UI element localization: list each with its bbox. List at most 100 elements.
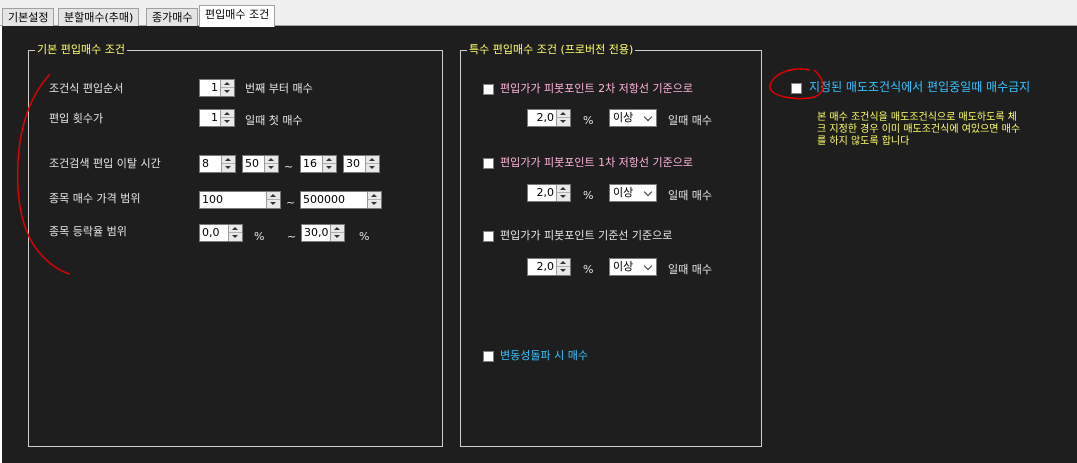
pivot-r2-compare-select[interactable]: 이상	[609, 109, 657, 127]
time-end-min-stepper[interactable]: 30	[343, 155, 380, 173]
chevron-down-icon	[644, 113, 654, 123]
pivot-base-compare-value: 이상	[613, 260, 634, 273]
tab-closing-buy[interactable]: 종가매수	[146, 8, 199, 26]
spin-down-icon[interactable]	[557, 193, 570, 201]
spin-down-icon[interactable]	[221, 118, 234, 126]
entry-order-suffix: 번째 부터 매수	[245, 82, 313, 95]
sell-condition-block-label: 지정된 매도조건식에서 편입중일때 매수금지	[809, 80, 1031, 94]
entry-order-label: 조건식 편입순서	[49, 82, 124, 95]
rate-min-value: 0,0	[202, 226, 220, 239]
pivot-r2-percent-value: 2,0	[536, 111, 555, 124]
time-tilde: ~	[284, 160, 294, 173]
price-max-value: 500000	[303, 193, 345, 206]
spin-up-icon[interactable]	[267, 192, 280, 200]
time-end-hour-stepper[interactable]: 16	[300, 155, 337, 173]
pivot-r1-compare-value: 이상	[613, 186, 634, 199]
pivot-r2-suffix: 일때 매수	[668, 114, 712, 127]
price-range-label: 종목 매수 가격 범위	[49, 192, 141, 205]
pivot-r1-percent-stepper[interactable]: 2,0	[527, 184, 571, 202]
rate-max-percent: %	[359, 230, 370, 243]
pivot-base-compare-select[interactable]: 이상	[609, 258, 657, 276]
entry-count-value: 1	[211, 111, 218, 124]
time-start-hour-value: 8	[202, 157, 209, 170]
pivot-base-checkbox[interactable]	[483, 231, 494, 242]
time-end-hour-value: 16	[303, 157, 317, 170]
pivot-r2-percent-stepper[interactable]: 2,0	[527, 109, 571, 127]
rate-max-stepper[interactable]: 30,0	[301, 224, 345, 242]
spin-up-icon[interactable]	[221, 80, 234, 88]
chevron-down-icon	[644, 188, 654, 198]
spin-up-icon[interactable]	[221, 110, 234, 118]
tab-content-panel: 기본 편입매수 조건 조건식 편입순서 1 번째 부터 매수 편입 횟수가 1 …	[2, 26, 1077, 463]
spin-up-icon[interactable]	[366, 156, 379, 164]
time-start-min-value: 50	[245, 157, 259, 170]
spin-down-icon[interactable]	[366, 164, 379, 172]
spin-up-icon[interactable]	[331, 225, 344, 233]
spin-down-icon[interactable]	[557, 118, 570, 126]
spin-down-icon[interactable]	[265, 164, 278, 172]
sell-condition-block-checkbox[interactable]	[791, 83, 802, 94]
rate-tilde: ~	[287, 230, 297, 243]
spin-down-icon[interactable]	[229, 233, 242, 241]
basic-group-title: 기본 편입매수 조건	[35, 43, 127, 57]
spin-down-icon[interactable]	[222, 164, 235, 172]
entry-count-stepper[interactable]: 1	[199, 109, 235, 127]
special-group-title: 특수 편입매수 조건 (프로버전 전용)	[467, 43, 636, 57]
tab-split-buy[interactable]: 분할매수(추매)	[58, 8, 140, 26]
pivot-r1-compare-select[interactable]: 이상	[609, 184, 657, 202]
time-end-min-value: 30	[346, 157, 360, 170]
spin-down-icon[interactable]	[331, 233, 344, 241]
price-min-stepper[interactable]: 100	[199, 191, 281, 209]
pivot-base-percent-stepper[interactable]: 2,0	[527, 258, 571, 276]
rate-max-value: 30,0	[304, 226, 329, 239]
spin-down-icon[interactable]	[267, 200, 280, 208]
rate-min-stepper[interactable]: 0,0	[199, 224, 243, 242]
spin-up-icon[interactable]	[323, 156, 336, 164]
entry-order-stepper[interactable]: 1	[199, 79, 235, 97]
special-entry-condition-group: 특수 편입매수 조건 (프로버전 전용) 편입가가 피봇포인트 2차 저항선 기…	[460, 43, 762, 447]
chevron-down-icon	[644, 262, 654, 272]
sell-condition-note-line-1: 본 매수 조건식을 매도조건식으로 매도하도록 체	[817, 112, 1017, 123]
spin-up-icon[interactable]	[557, 110, 570, 118]
pivot-base-label: 편입가가 피봇포인트 기준선 기준으로	[500, 229, 673, 242]
spin-up-icon[interactable]	[557, 259, 570, 267]
spin-up-icon[interactable]	[557, 185, 570, 193]
pivot-r1-percent-value: 2,0	[536, 186, 555, 199]
spin-up-icon[interactable]	[265, 156, 278, 164]
rate-min-percent: %	[254, 230, 265, 243]
price-tilde: ~	[286, 196, 296, 209]
entry-count-suffix: 일때 첫 매수	[245, 114, 303, 127]
sell-condition-note-line-2: 크 지정한 경우 이미 매도조건식에 여있으면 매수	[817, 124, 1021, 135]
rate-range-label: 종목 등락율 범위	[49, 225, 127, 238]
spin-down-icon[interactable]	[221, 88, 234, 96]
spin-down-icon[interactable]	[557, 267, 570, 275]
pivot-r1-suffix: 일때 매수	[668, 189, 712, 202]
pivot-base-percent-value: 2,0	[536, 260, 555, 273]
pivot-r1-checkbox[interactable]	[483, 158, 494, 169]
pivot-r2-percent-sign: %	[583, 114, 594, 127]
pivot-r1-percent-sign: %	[583, 189, 594, 202]
entry-time-label: 조건검색 편입 이탈 시간	[49, 157, 161, 170]
spin-up-icon[interactable]	[222, 156, 235, 164]
time-start-hour-stepper[interactable]: 8	[199, 155, 236, 173]
volatility-breakout-checkbox[interactable]	[483, 351, 494, 362]
spin-down-icon[interactable]	[323, 164, 336, 172]
pivot-base-percent-sign: %	[583, 263, 594, 276]
price-max-stepper[interactable]: 500000	[300, 191, 382, 209]
entry-count-label: 편입 횟수가	[49, 112, 104, 125]
entry-order-value: 1	[211, 81, 218, 94]
tab-entry-buy-condition[interactable]: 편입매수 조건	[199, 5, 276, 27]
pivot-base-suffix: 일때 매수	[668, 263, 712, 276]
tab-basic-settings[interactable]: 기본설정	[2, 8, 55, 26]
pivot-r2-compare-value: 이상	[613, 111, 634, 124]
time-start-min-stepper[interactable]: 50	[242, 155, 279, 173]
basic-entry-condition-group: 기본 편입매수 조건 조건식 편입순서 1 번째 부터 매수 편입 횟수가 1 …	[28, 43, 443, 447]
spin-up-icon[interactable]	[229, 225, 242, 233]
pivot-r2-checkbox[interactable]	[483, 84, 494, 95]
spin-down-icon[interactable]	[368, 200, 381, 208]
pivot-r1-label: 편입가가 피봇포인트 1차 저항선 기준으로	[500, 156, 694, 169]
pivot-r2-label: 편입가가 피봇포인트 2차 저항선 기준으로	[500, 82, 694, 95]
sell-condition-note-line-3: 를 하지 않도록 합니다	[817, 136, 910, 147]
spin-up-icon[interactable]	[368, 192, 381, 200]
volatility-breakout-label: 변동성돌파 시 매수	[500, 349, 588, 362]
